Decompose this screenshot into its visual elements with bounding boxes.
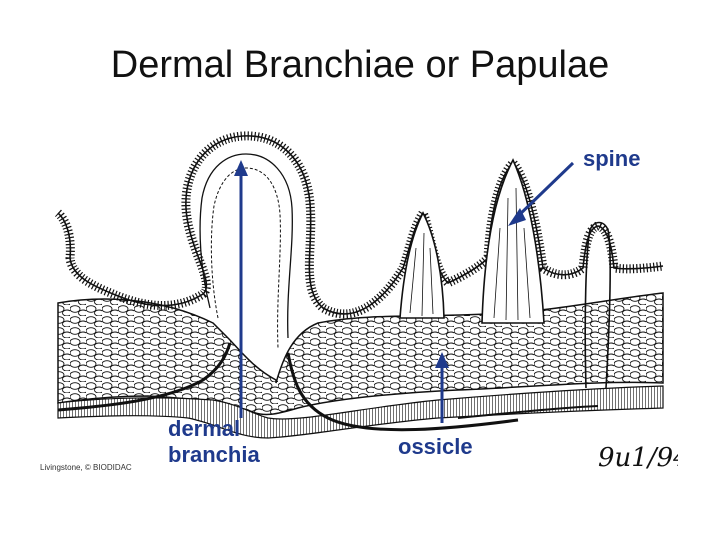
ossicle-label: ossicle xyxy=(398,434,473,459)
slide-title: Dermal Branchiae or Papulae xyxy=(0,44,720,87)
dermal-branchia-label-line1: dermal xyxy=(168,416,240,441)
dermal-branchia-lining xyxy=(200,154,292,338)
papulae-diagram: spine dermal branchia ossicle Livingston… xyxy=(38,118,678,488)
spine-large xyxy=(482,160,544,323)
spine-label: spine xyxy=(583,146,640,171)
artist-signature: 9u1/94 xyxy=(598,443,678,473)
dermal-branchia-label-line2: branchia xyxy=(168,442,260,467)
image-credit: Livingstone, © BIODIDAC xyxy=(40,463,132,472)
